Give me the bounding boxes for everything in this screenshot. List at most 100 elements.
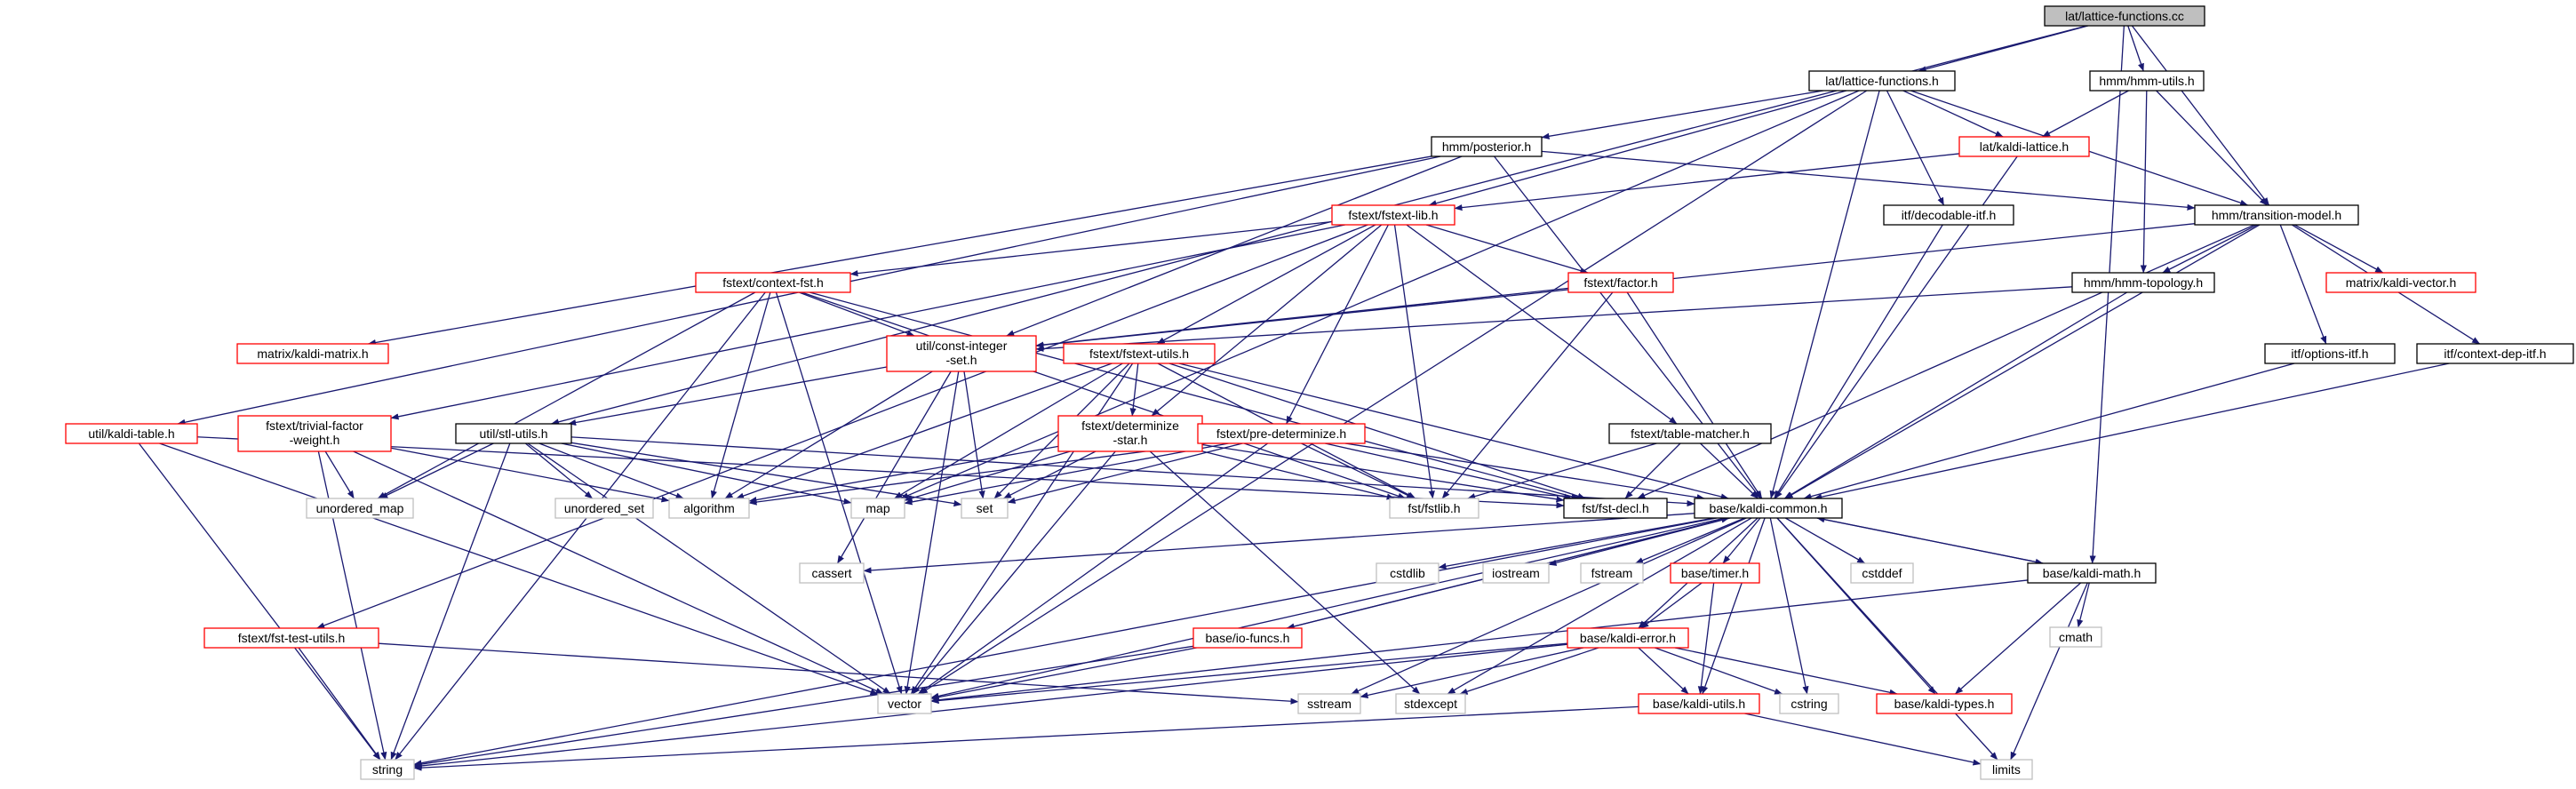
node-posterior[interactable]: hmm/posterior.h (1431, 136, 1543, 157)
node-pre-determinize[interactable]: fstext/pre-determinize.h (1197, 423, 1366, 444)
node-context-dep-itf[interactable]: itf/context-dep-itf.h (2416, 343, 2574, 364)
node-label: base/kaldi-utils.h (1653, 697, 1745, 711)
node-fst-test-utils[interactable]: fstext/fst-test-utils.h (203, 627, 379, 649)
node-box (1395, 693, 1466, 714)
node-box (65, 423, 198, 444)
node-label: base/kaldi-math.h (2043, 566, 2141, 580)
node-factor[interactable]: fstext/factor.h (1567, 272, 1674, 293)
node-label: cassert (811, 566, 851, 580)
edge-kaldi_table-to-vector (159, 442, 879, 696)
node-label: cstdlib (1390, 566, 1425, 580)
node-transition-model[interactable]: hmm/transition-model.h (2194, 204, 2359, 226)
node-label: util/const-integer-set.h (916, 339, 1008, 367)
node-context-fst[interactable]: fstext/context-fst.h (695, 272, 851, 293)
node-root[interactable]: lat/lattice-functions.cc (2044, 5, 2205, 27)
edge-context_fst-to-vector (775, 291, 903, 695)
edge-kaldi_error-to-string (413, 643, 1568, 769)
edge-const_integer_set-to-stl_utils (568, 366, 888, 426)
edge-timer-to-kaldi_utils (1697, 582, 1715, 695)
node-kaldi-matrix[interactable]: matrix/kaldi-matrix.h (236, 343, 389, 364)
edge-transition_model-to-kaldi_common (1784, 224, 2261, 499)
node-lat-lattice-functions-h[interactable]: lat/lattice-functions.h (1808, 70, 1956, 92)
node-label: fstext/context-fst.h (722, 275, 824, 290)
node-trivial-factor[interactable]: fstext/trivial-factor-weight.h (237, 415, 392, 452)
edge-stl_utils-to-unordered_set (524, 442, 594, 499)
node-box (1482, 562, 1550, 584)
node-box (1567, 627, 1689, 649)
node-box (850, 498, 905, 519)
edge-kaldi_math-to-limits (2010, 582, 2088, 761)
node-fstext-utils[interactable]: fstext/fstext-utils.h (1063, 343, 1216, 364)
edge-transition_model-to-fst_decl (1637, 224, 2255, 499)
node-stl-utils[interactable]: util/stl-utils.h (455, 423, 572, 444)
node-hmm-topology[interactable]: hmm/hmm-topology.h (2071, 272, 2215, 293)
edge-pre_determinize-to-map (904, 442, 1229, 506)
node-fst-decl[interactable]: fst/fst-decl.h (1563, 498, 1668, 519)
edge-kaldi_common-to-cstddef (1784, 517, 1866, 564)
node-iostream: iostream (1482, 562, 1550, 584)
node-box (1638, 693, 1760, 714)
node-hmm-utils[interactable]: hmm/hmm-utils.h (2089, 70, 2205, 92)
node-kaldi-math[interactable]: base/kaldi-math.h (2027, 562, 2157, 584)
node-kaldi-vector[interactable]: matrix/kaldi-vector.h (2325, 272, 2476, 293)
node-options-itf[interactable]: itf/options-itf.h (2264, 343, 2396, 364)
node-kaldi-utils[interactable]: base/kaldi-utils.h (1638, 693, 1760, 714)
edge-layer (138, 25, 2481, 771)
edge-fstext_utils-to-map (894, 363, 1123, 499)
node-fstext-lib[interactable]: fstext/fstext-lib.h (1331, 204, 1455, 226)
node-cstddef: cstddef (1850, 562, 1914, 584)
edge-posterior-to-kaldi_common (1494, 155, 1761, 499)
edge-options_itf-to-kaldi_common (1803, 363, 2295, 500)
node-table-matcher[interactable]: fstext/table-matcher.h (1608, 423, 1772, 444)
node-kaldi-lattice[interactable]: lat/kaldi-lattice.h (1958, 136, 2090, 157)
node-io-funcs[interactable]: base/io-funcs.h (1192, 627, 1303, 649)
node-box (961, 498, 1009, 519)
edge-context_fst-to-fstlib (802, 291, 1407, 499)
node-const-integer-set[interactable]: util/const-integer-set.h (886, 335, 1037, 372)
node-cassert: cassert (799, 562, 865, 584)
edge-context_fst-to-string (395, 291, 766, 761)
node-label: cstring (1790, 697, 1827, 711)
node-kaldi-table[interactable]: util/kaldi-table.h (65, 423, 198, 444)
edge-kaldi_table-to-string (138, 442, 381, 761)
edge-kaldi_error-to-stdexcept (1459, 647, 1599, 695)
node-box (1376, 562, 1440, 584)
node-determinize-star[interactable]: fstext/determinize-star.h (1057, 415, 1203, 452)
edge-kaldi_error-to-kaldi_utils (1638, 647, 1689, 695)
edge-kaldi_common-to-fstream (1635, 517, 1745, 564)
node-decodable-itf[interactable]: itf/decodable-itf.h (1883, 204, 2014, 226)
node-box (1808, 70, 1956, 92)
edge-kaldi_common-to-sstream (1351, 517, 1747, 695)
node-label: map (865, 501, 889, 515)
node-box (877, 693, 932, 714)
edge-fstext_utils-to-determinize_star (1129, 363, 1139, 417)
node-label: base/kaldi-error.h (1580, 631, 1676, 645)
node-kaldi-types[interactable]: base/kaldi-types.h (1876, 693, 2013, 714)
edge-table_matcher-to-fst_decl (1624, 442, 1681, 499)
edge-stl_utils-to-string (390, 442, 511, 761)
edge-hmm_topology-to-const_integer_set (1035, 286, 2073, 353)
edge-pre_determinize-to-vector (917, 442, 1269, 695)
node-box (2089, 70, 2205, 92)
edge-decodable_itf-to-kaldi_common (1774, 224, 1943, 499)
edge-kaldi_common-to-timer (1722, 517, 1761, 564)
node-label: fstext/table-matcher.h (1631, 426, 1750, 441)
node-kaldi-common[interactable]: base/kaldi-common.h (1694, 498, 1843, 519)
edge-determinize_star-to-fst_decl (1201, 443, 1565, 503)
node-label: util/kaldi-table.h (88, 426, 174, 441)
node-label: matrix/kaldi-vector.h (2346, 275, 2456, 290)
node-box (2044, 5, 2205, 27)
edge-root-to-stl_utils (550, 25, 2087, 426)
node-kaldi-error[interactable]: base/kaldi-error.h (1567, 627, 1689, 649)
node-unordered-map: unordered_map (306, 498, 414, 519)
edge-kaldi_common-to-cstdlib (1438, 517, 1714, 570)
edge-determinize_star-to-fstlib (1201, 450, 1395, 500)
node-box (886, 335, 1037, 372)
edge-kaldi_error-to-vector (930, 642, 1568, 705)
edge-timer-to-kaldi_error (1640, 582, 1703, 629)
edge-lat_lattice_functions_h-to-fstext_lib (1428, 90, 1847, 207)
edge-kaldi_common-to-kaldi_utils (1702, 517, 1766, 695)
node-timer[interactable]: base/timer.h (1670, 562, 1760, 584)
edge-trivial_factor-to-unordered_map (324, 450, 355, 499)
node-box (1670, 562, 1760, 584)
